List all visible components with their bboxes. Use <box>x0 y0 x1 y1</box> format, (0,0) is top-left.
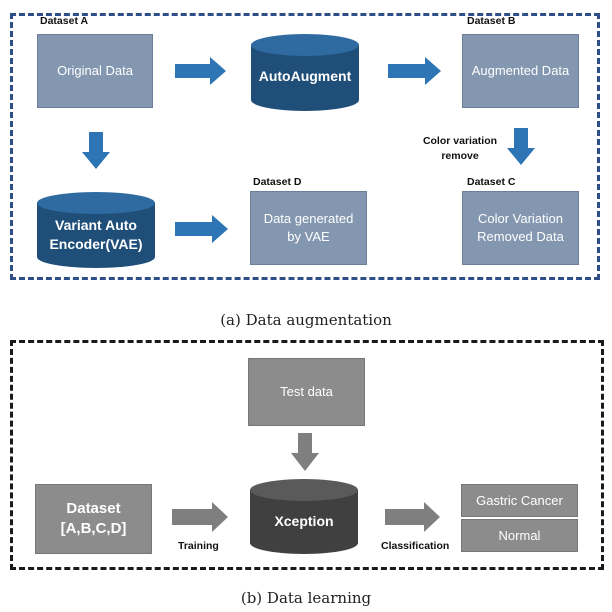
original-data-box: Original Data <box>37 34 153 108</box>
dataset-d-label: Dataset D <box>253 176 302 188</box>
learning-frame <box>10 340 604 570</box>
test-data-text: Test data <box>280 384 333 400</box>
dataset-b-label: Dataset B <box>467 15 516 27</box>
arrow-augmented-to-color-removed <box>507 128 535 165</box>
dataset-c-label: Dataset C <box>467 176 516 188</box>
vae-cylinder <box>37 192 155 268</box>
vae-generated-line1: Data generated <box>263 211 354 227</box>
vae-generated-line2: by VAE <box>287 229 330 244</box>
augmentation-frame <box>10 13 600 280</box>
dataset-box: Dataset [A,B,C,D] <box>35 484 152 554</box>
vae-line2: Encoder(VAE) <box>49 236 143 252</box>
xception-label: Xception <box>274 512 334 529</box>
augmented-data-box: Augmented Data <box>462 34 579 108</box>
classification-label: Classification <box>381 540 450 552</box>
arrow-original-to-autoaugment <box>175 57 226 85</box>
dataset-a-label: Dataset A <box>40 15 89 27</box>
test-data-box: Test data <box>248 358 365 426</box>
color-removed-box: Color Variation Removed Data <box>462 191 579 265</box>
color-removed-line2: Removed Data <box>477 229 564 244</box>
normal-text: Normal <box>498 527 541 543</box>
gastric-cancer-box: Gastric Cancer <box>461 484 578 517</box>
color-variation-remove-line2: remove <box>441 150 479 163</box>
autoaugment-label: AutoAugment <box>258 67 352 84</box>
autoaugment-cylinder <box>251 34 359 111</box>
color-variation-remove-line1: Color variation <box>422 135 498 147</box>
original-data-text: Original Data <box>57 63 133 79</box>
arrow-original-to-vae <box>82 132 110 169</box>
gastric-cancer-text: Gastric Cancer <box>476 492 563 508</box>
dataset-line1: Dataset <box>66 499 121 517</box>
dataset-line2: [A,B,C,D] <box>60 520 127 537</box>
arrow-dataset-to-xception <box>172 502 228 532</box>
arrow-vae-to-generated <box>175 215 228 243</box>
training-label: Training <box>178 540 219 552</box>
arrow-test-to-xception <box>291 433 319 471</box>
normal-box: Normal <box>461 519 578 552</box>
color-variation-remove-label: Color variation remove <box>415 134 505 164</box>
vae-line1: Variant Auto <box>55 217 137 234</box>
augmented-data-text: Augmented Data <box>471 63 570 79</box>
arrow-autoaugment-to-augmented <box>388 57 441 85</box>
arrow-xception-to-results <box>385 502 440 532</box>
caption-a: (a) Data augmentation <box>220 311 392 329</box>
vae-label: Variant Auto Encoder(VAE) <box>37 212 155 258</box>
xception-cylinder <box>250 479 358 554</box>
caption-b: (b) Data learning <box>240 589 372 607</box>
color-removed-line1: Color Variation <box>477 211 564 227</box>
vae-generated-box: Data generated by VAE <box>250 191 367 265</box>
